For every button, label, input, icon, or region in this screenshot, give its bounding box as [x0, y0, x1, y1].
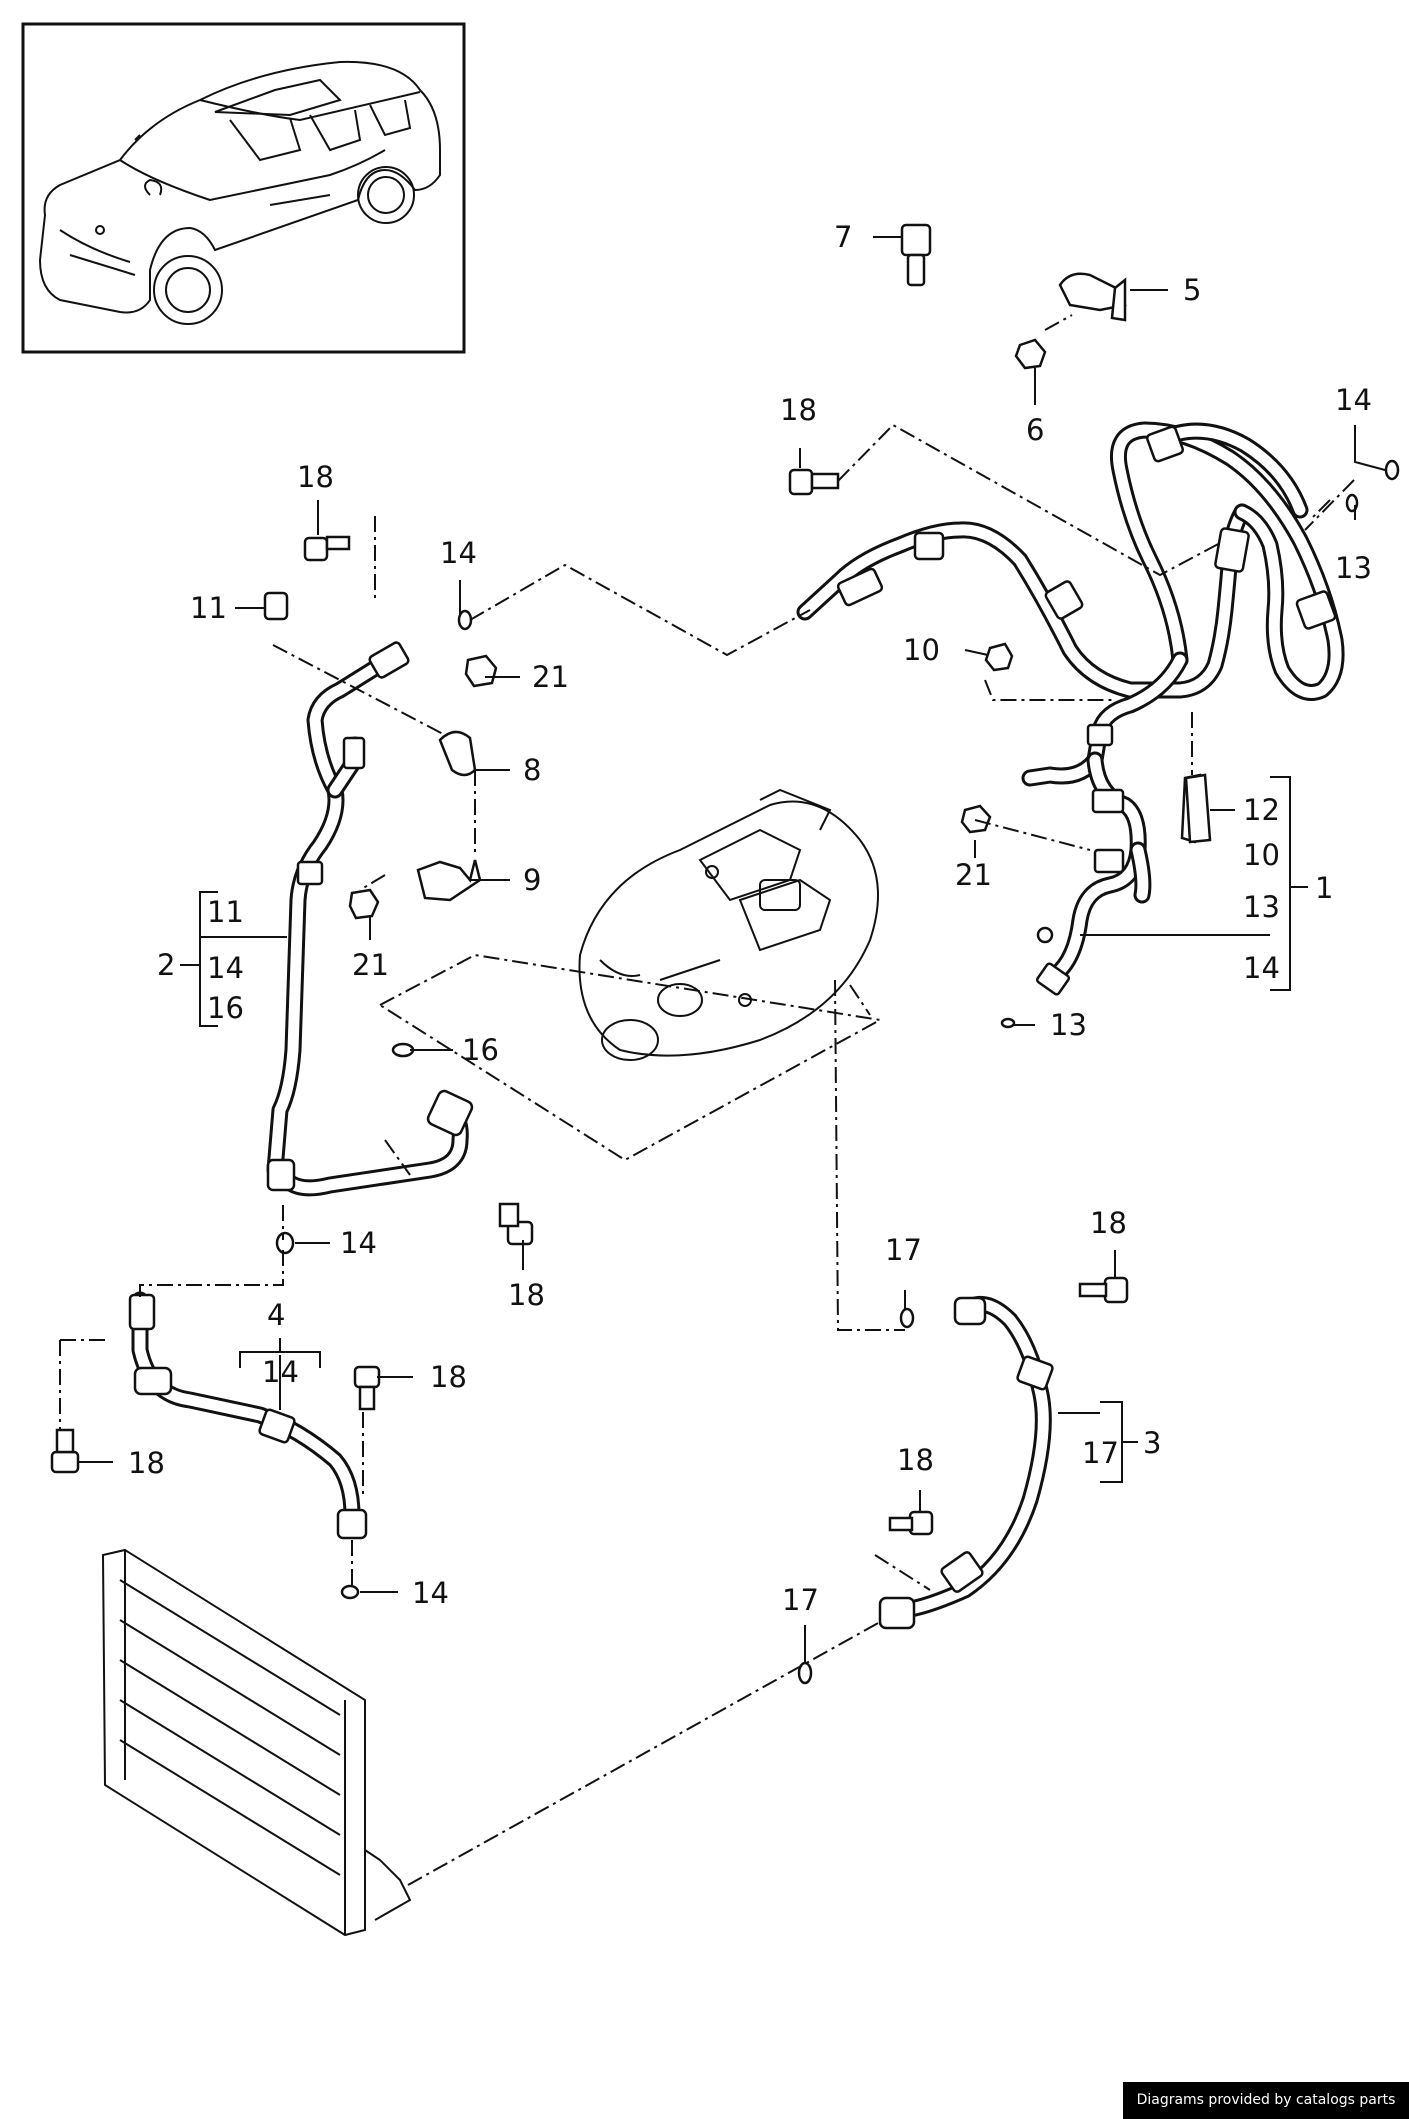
- condenser: [101, 1548, 412, 1937]
- hose-4: [128, 1291, 368, 1540]
- group1-item-13: 13: [1243, 890, 1280, 924]
- bolt-18-a: [788, 468, 840, 496]
- callout-18-right: 18: [1090, 1206, 1127, 1240]
- callout-18-left: 18: [297, 460, 334, 494]
- bolt-18-e: [353, 1365, 381, 1411]
- callout-8: 8: [523, 753, 541, 787]
- callout-17-upper: 17: [885, 1233, 922, 1267]
- callout-10: 10: [903, 633, 940, 667]
- group3-item-17: 17: [1082, 1436, 1119, 1470]
- callout-labels: 7 5 6 18 14 13 18 14 11 21 8 9 21 10 21 …: [128, 220, 1372, 1617]
- bolt-18-g: [888, 1510, 934, 1536]
- callout-18-top: 18: [780, 393, 817, 427]
- callout-13-topright: 13: [1335, 551, 1372, 585]
- group1-item-14: 14: [1243, 951, 1280, 985]
- group1-item-12: 12: [1243, 793, 1280, 827]
- bolt-18-d: [1078, 1276, 1129, 1304]
- credit-banner: Diagrams provided by catalogs parts: [1123, 2082, 1409, 2119]
- group1-item-10: 10: [1243, 838, 1280, 872]
- callout-14-left: 14: [440, 536, 477, 570]
- callout-18-lowerleft: 18: [128, 1446, 165, 1480]
- hose-assembly-1: [796, 421, 1345, 996]
- callout-4: 4: [267, 1298, 285, 1332]
- callout-14-topright: 14: [1335, 383, 1372, 417]
- callout-21-b: 21: [352, 948, 389, 982]
- bolt-18-c: [498, 1202, 534, 1246]
- callout-21-a: 21: [532, 660, 569, 694]
- callout-18-lower-mid: 18: [430, 1360, 467, 1394]
- callout-5: 5: [1183, 273, 1201, 307]
- callout-6: 6: [1026, 413, 1044, 447]
- suv-illustration: [38, 60, 441, 325]
- callout-17-lower: 17: [782, 1583, 819, 1617]
- bolt-18-f: [50, 1428, 80, 1474]
- callout-14-mid: 14: [340, 1226, 377, 1260]
- callout-3: 3: [1143, 1426, 1161, 1460]
- vehicle-thumbnail: [21, 22, 466, 354]
- callout-18-lowerright: 18: [897, 1443, 934, 1477]
- group2-item-14: 14: [207, 951, 244, 985]
- callout-18-mid: 18: [508, 1278, 545, 1312]
- callout-21-c: 21: [955, 858, 992, 892]
- hose-3: [878, 1295, 1054, 1630]
- group4-item-14: 14: [262, 1355, 299, 1389]
- callout-16: 16: [462, 1033, 499, 1067]
- bolt-18-b: [303, 535, 351, 562]
- callout-14-bottom: 14: [412, 1576, 449, 1610]
- group2-item-11: 11: [207, 895, 244, 929]
- ac-compressor: [578, 788, 879, 1061]
- callout-2: 2: [157, 948, 175, 982]
- assembly-lines: [59, 314, 1355, 1886]
- callout-13-mid: 13: [1050, 1008, 1087, 1042]
- hose-2: [266, 641, 474, 1197]
- callout-9: 9: [523, 863, 541, 897]
- small-parts: [50, 223, 1400, 1685]
- group-brackets: [180, 776, 1308, 1483]
- leader-lines: [78, 236, 1386, 1662]
- callout-7: 7: [834, 220, 852, 254]
- callout-11: 11: [190, 591, 227, 625]
- group2-item-16: 16: [207, 991, 244, 1025]
- callout-1: 1: [1315, 871, 1333, 905]
